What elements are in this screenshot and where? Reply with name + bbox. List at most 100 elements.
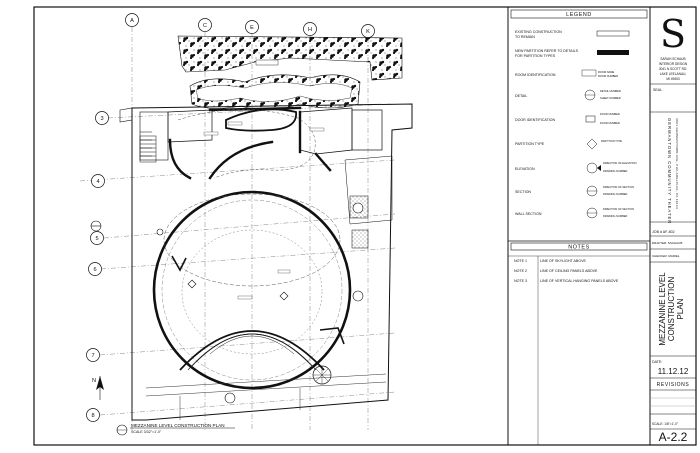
north-arrow: N (92, 376, 104, 400)
legend-note: DRAWING NUMBER (603, 214, 628, 218)
sheet-date: 11.12.12 (658, 367, 689, 376)
legend-note: ROOM NUMBER (598, 74, 618, 78)
section-markers (90, 202, 364, 404)
new-partitions (168, 106, 332, 180)
legend-note: DIRECTION OF SECTION (603, 207, 634, 211)
legend-note: DIRECTION OF ELEVATION (603, 161, 637, 165)
partition-type-icon (586, 138, 598, 150)
legend-label: EXISTING CONSTRUCTION (515, 30, 562, 34)
legend-label: NEW PARTITION REFER TO DETAILS (515, 49, 579, 53)
grid-label: 6 (93, 267, 96, 273)
grid-label: H (308, 27, 312, 33)
legend-note: DOOR NUMBER (600, 112, 620, 116)
grid-label: K (366, 29, 370, 35)
theater-inner-line (161, 199, 343, 381)
grid-label: 7 (91, 353, 94, 359)
legend-note: DRAWING NUMBER (603, 169, 628, 173)
designer-line: INTERIOR DESIGN (659, 62, 688, 66)
existing-construction-symbol (596, 30, 630, 37)
grid-row-bubbles: 3 4 5 6 7 8 (86, 111, 109, 422)
grid-label: 4 (96, 179, 99, 185)
sheet-title-line: MEZZANINE LEVEL (658, 272, 667, 346)
seating-rows (187, 333, 317, 371)
grid-column-bubbles: A C E H K (125, 13, 375, 38)
legend-label: PARTITION TYPE (515, 142, 545, 146)
grid-label: C (203, 23, 207, 29)
door-id-symbol-icon (585, 115, 596, 123)
seating-wall (319, 327, 345, 345)
designer-line: 3041 N SCOTT RD. (659, 67, 687, 71)
note-text: LINE OF VERTICAL HANGING PANELS ABOVE (540, 279, 619, 283)
job-number: JOB # AF-802 (652, 230, 675, 234)
seating-wall (179, 330, 325, 371)
grid-label: 5 (95, 236, 98, 242)
designer-name: SARAH SCHAUB (660, 57, 685, 61)
legend-note: DETAIL NUMBER (600, 89, 621, 93)
garden-path (195, 82, 353, 102)
plan-feature (255, 59, 279, 66)
legend-label: WALL SECTION (515, 212, 542, 216)
skylight-line (163, 193, 341, 287)
checker: CHECKER: MARIEL (652, 254, 680, 258)
drawing-scale: SCALE 3/32"=1'-0" (131, 430, 162, 434)
drafter: DRAFTER: SSCHAUB (652, 241, 682, 245)
notes-panel: NOTES NOTE 1 LINE OF SKYLIGHT ABOVE NOTE… (508, 240, 650, 445)
designer-line: MI 49653 (666, 77, 680, 81)
legend-label: FOR PARTITION TYPES (515, 54, 556, 58)
drawing-title-block: MEZZANINE LEVEL CONSTRUCTION PLAN SCALE … (116, 423, 235, 436)
project-name: GERMANTOWN COMMUNITY THEATER (667, 118, 672, 224)
lower-corridor (145, 373, 387, 397)
project-address: 4821 GERMANTOWN AVE, PHILADELPHIA, PA 19… (675, 118, 679, 209)
revisions-label: REVISIONS (657, 382, 690, 388)
grid-label: A (130, 18, 134, 24)
note-number: NOTE 1 (514, 259, 527, 263)
ceiling-panel-line (181, 229, 323, 355)
seating-wall (171, 255, 187, 272)
building-outline (131, 103, 413, 421)
grid-label: 8 (91, 413, 94, 419)
elevation-symbol-icon (586, 162, 598, 174)
upper-curve (177, 109, 316, 179)
legend-label: DOOR IDENTIFICATION (515, 118, 555, 122)
grid-label: E (250, 25, 254, 31)
lower-corridor (179, 388, 301, 420)
note-text: LINE OF SKYLIGHT ABOVE (540, 259, 586, 263)
legend-label: DETAIL (515, 94, 527, 98)
sheet-title-line: CONSTRUCTION (667, 277, 676, 342)
legend-note: DIRECTION OF SECTION (603, 185, 634, 189)
legend-note: DOOR NUMBER (600, 121, 620, 125)
date-label: DATE: (652, 360, 662, 364)
planting-area (177, 35, 403, 81)
legend-note: PARTITION TYPE (601, 139, 622, 143)
room-tags (203, 121, 325, 300)
plan-room (351, 229, 369, 249)
legend-note: DRAWING NUMBER (603, 192, 628, 196)
sheet-scale: SCALE: 1/8"=1'-0" (652, 422, 678, 426)
legend-label: ROOM IDENTIFICATION (515, 73, 556, 77)
room-id-symbol (581, 69, 597, 77)
legend-note: SHEET NUMBER (600, 96, 621, 100)
legend-label: SECTION (515, 190, 531, 194)
notes-title: NOTES (568, 245, 590, 251)
note-number: NOTE 3 (514, 279, 527, 283)
theater-outer-wall (152, 190, 352, 390)
designer-line: LAKE LEELANAU, (660, 72, 687, 76)
designer-logo: S (660, 12, 686, 56)
building-outline (119, 107, 133, 123)
new-partition-symbol (597, 50, 629, 55)
seal-label: SEAL (653, 88, 662, 92)
grid-label: 3 (100, 116, 103, 122)
floor-plan: A C E H K 3 4 5 6 7 8 (79, 13, 413, 436)
legend-note: ROOM NAME (598, 70, 615, 74)
spiral-stair (313, 366, 331, 384)
stair (139, 135, 157, 163)
legend-panel: LEGEND EXISTING CONSTRUCTION TO REMAIN N… (510, 9, 648, 219)
sheet-title-line: PLAN (676, 298, 685, 319)
title-block: S SARAH SCHAUB INTERIOR DESIGN 3041 N SC… (650, 12, 696, 444)
note-number: NOTE 2 (514, 269, 527, 273)
note-text: LINE OF CEILING PANELS ABOVE (540, 269, 598, 273)
sheet-border (33, 6, 697, 446)
drawing-title: MEZZANINE LEVEL CONSTRUCTION PLAN (131, 423, 225, 428)
north-letter: N (92, 378, 96, 384)
